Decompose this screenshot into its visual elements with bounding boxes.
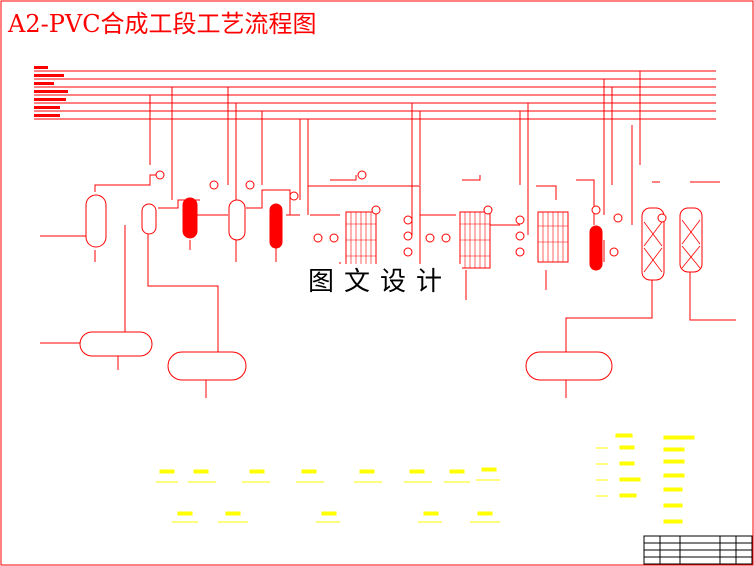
watermark: 图文设计 bbox=[298, 264, 462, 300]
header-drops bbox=[149, 71, 641, 235]
instruments bbox=[155, 170, 667, 257]
feed-tank bbox=[85, 194, 107, 248]
equipment-tags bbox=[156, 467, 500, 523]
dryer bbox=[228, 199, 246, 241]
column-packing bbox=[643, 219, 701, 273]
process-piping bbox=[40, 174, 736, 398]
legend bbox=[596, 433, 695, 524]
mixer bbox=[141, 203, 157, 235]
storage-tank-mid bbox=[167, 351, 247, 381]
storage-tank-left bbox=[79, 331, 153, 357]
cooler bbox=[589, 225, 603, 271]
drawing-title: A2-PVC合成工段工艺流程图 bbox=[8, 10, 317, 38]
preheater bbox=[182, 197, 198, 239]
heater bbox=[269, 203, 283, 249]
converter-tubes bbox=[346, 212, 568, 268]
utility-headers bbox=[34, 70, 716, 120]
title-block bbox=[643, 535, 753, 565]
utility-header-labels bbox=[34, 66, 68, 117]
storage-tank-right bbox=[525, 351, 613, 381]
column-2 bbox=[679, 207, 703, 273]
